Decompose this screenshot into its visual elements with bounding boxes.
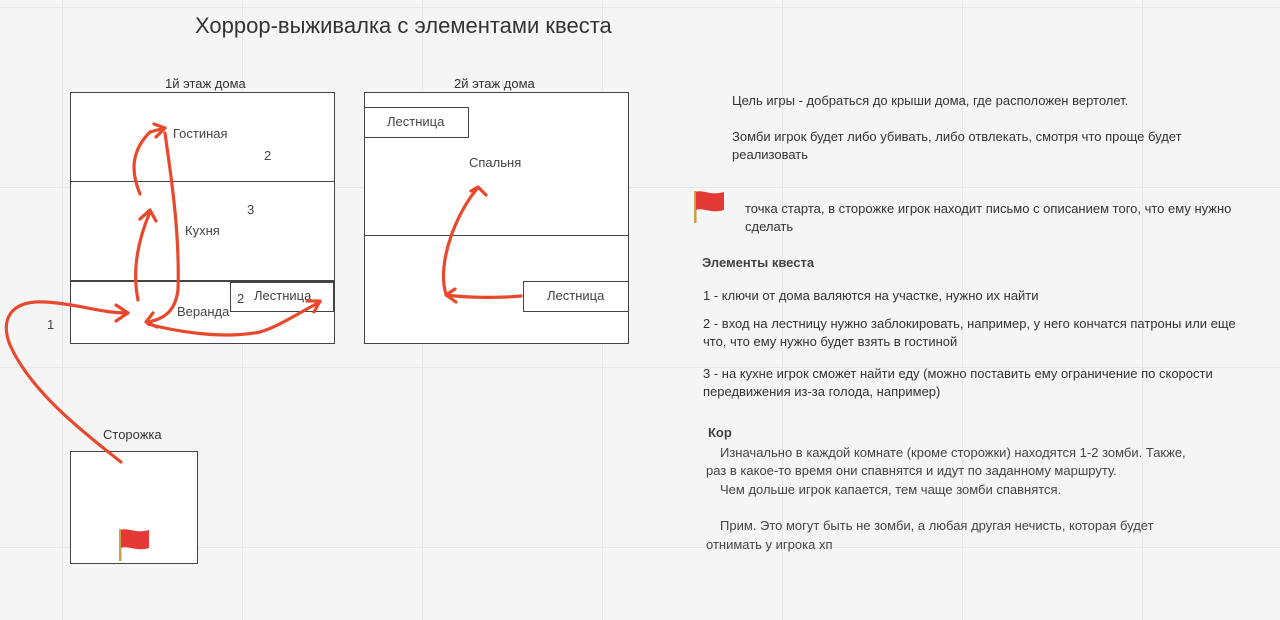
living-room-mark: 2 <box>264 148 272 163</box>
note-zombie: Зомби игрок будет либо убивать, либо отв… <box>732 129 1182 162</box>
floor1-caption: 1й этаж дома <box>165 76 246 91</box>
bedroom-label: Спальня <box>469 155 522 170</box>
floor2-stairs-top-label: Лестница <box>387 114 445 129</box>
floor2-caption: 2й этаж дома <box>454 76 535 91</box>
note-start: точка старта, в сторожке игрок находит п… <box>745 201 1232 234</box>
living-room-label: Гостиная <box>173 126 228 141</box>
core-heading: Кор <box>708 425 732 440</box>
start-flag-icon <box>119 529 149 561</box>
route-arrow-living-veranda <box>146 131 180 324</box>
route-arrow-guardhouse-veranda <box>4 300 130 464</box>
floor1-stairs-label: Лестница <box>254 288 312 303</box>
core-line-1: Изначально в каждой комнате (кроме сторо… <box>720 445 1186 460</box>
route-arrow-veranda-stairs <box>146 300 322 337</box>
start-flag-icon <box>694 191 724 223</box>
path-mark-1: 1 <box>47 317 55 332</box>
quest-item-2: 2 - вход на лестницу нужно заблокировать… <box>703 316 1236 349</box>
quest-item-1: 1 - ключи от дома валяются на участке, н… <box>703 288 1039 303</box>
floor1-divider-living-kitchen <box>70 181 335 182</box>
core-line-3: Чем дольше игрок капается, тем чаще зомб… <box>720 482 1062 497</box>
board-title: Хоррор-выживалка с элементами квеста <box>195 13 612 38</box>
kitchen-label: Кухня <box>185 223 220 238</box>
guardhouse-caption: Сторожка <box>103 427 162 442</box>
route-arrow-floor2-stairs <box>444 293 523 299</box>
route-arrow-bedroom <box>441 186 480 296</box>
core-line-2: раз в какое-то время они спавнятся и иду… <box>706 463 1117 478</box>
stairs-mark: 2 <box>237 291 245 306</box>
floor1-divider-kitchen-veranda <box>70 280 335 282</box>
core-line-5: отнимать у игрока хп <box>706 537 833 552</box>
veranda-label: Веранда <box>177 304 230 319</box>
quest-item-3: 3 - на кухне игрок сможет найти еду (мож… <box>703 366 1213 399</box>
kitchen-mark: 3 <box>247 202 255 217</box>
floor2-stairs-bottom-label: Лестница <box>547 288 605 303</box>
core-line-4: Прим. Это могут быть не зомби, а любая д… <box>720 518 1154 533</box>
floor2-divider <box>364 235 629 236</box>
route-arrow-veranda-kitchen <box>134 210 152 302</box>
floor2-stairs-bottom-box[interactable] <box>523 281 629 312</box>
note-goal: Цель игры - добраться до крыши дома, где… <box>732 93 1129 108</box>
quest-heading: Элементы квеста <box>702 255 815 270</box>
floor2-stairs-top-box[interactable] <box>364 107 469 138</box>
route-arrow-kitchen-living <box>132 126 167 196</box>
